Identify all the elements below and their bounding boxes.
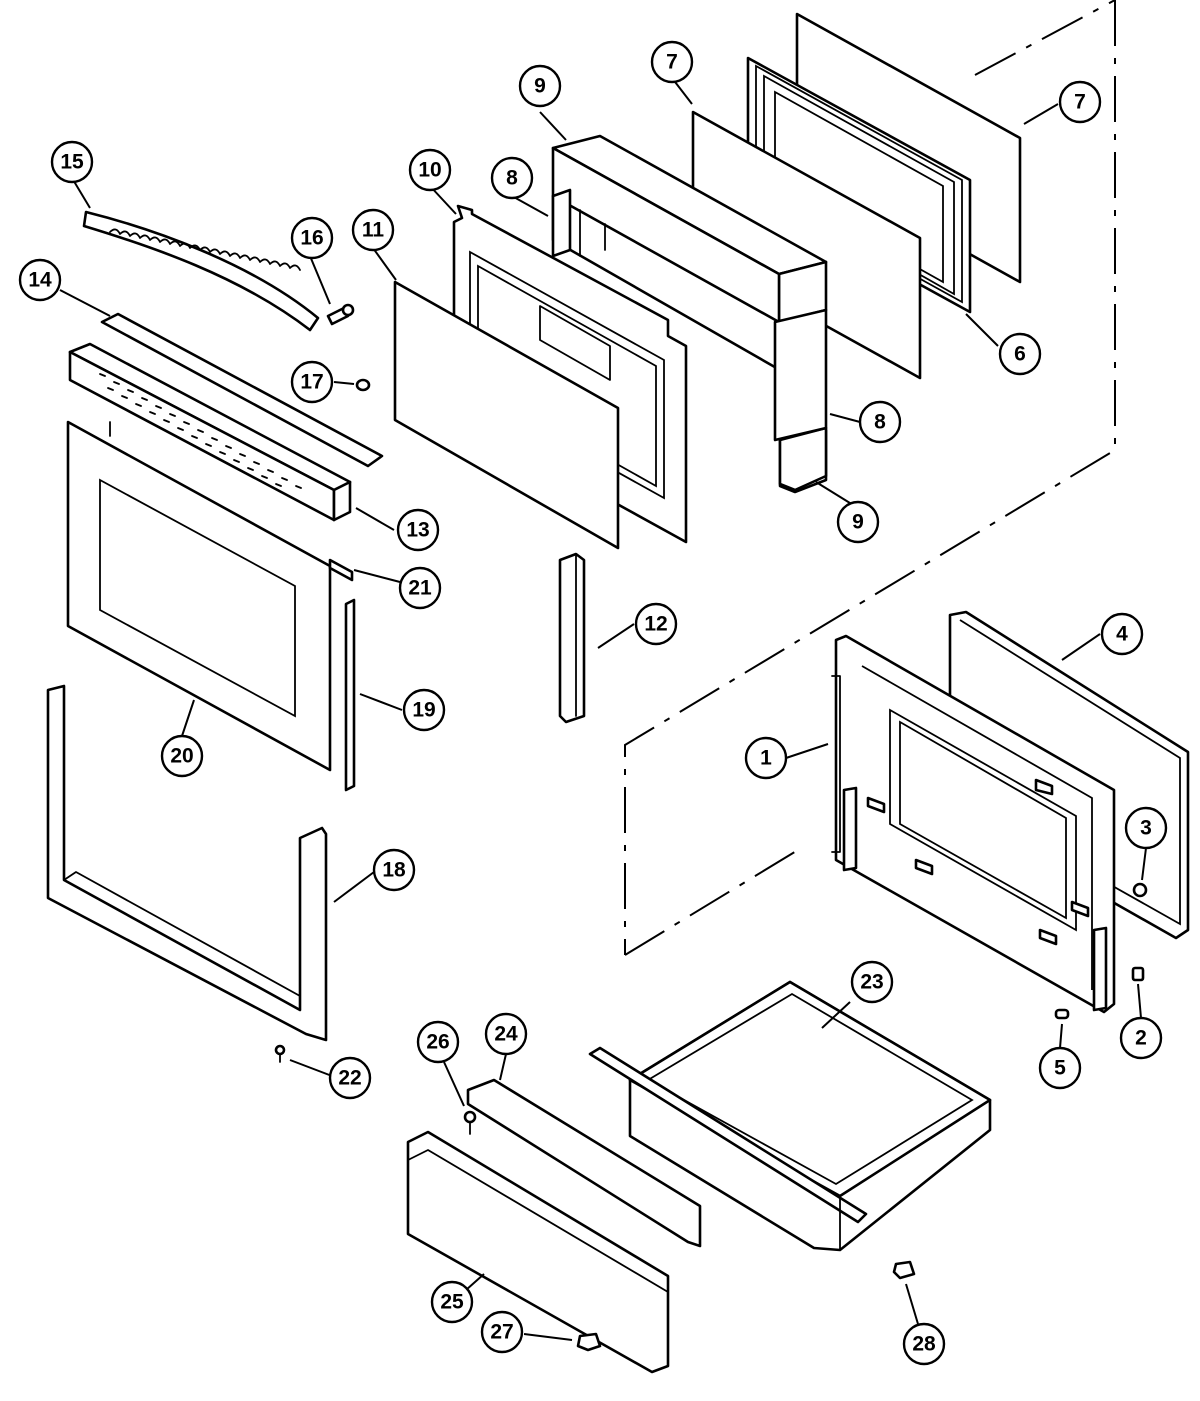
svg-text:9: 9: [534, 75, 546, 98]
callout-14: 14: [18, 258, 62, 302]
svg-text:11: 11: [362, 219, 385, 242]
part-13-vent: [68, 342, 352, 522]
svg-text:14: 14: [28, 269, 52, 292]
svg-text:2: 2: [1135, 1027, 1147, 1050]
callout-6: 6: [998, 332, 1042, 376]
callout-26: 26: [416, 1020, 460, 1064]
svg-text:6: 6: [1014, 343, 1026, 366]
part-15-handle: [82, 210, 320, 332]
part-24-drawer-trim: [466, 1078, 702, 1248]
part-12-side-trim: [558, 552, 586, 724]
part-8-insulation-strip: [551, 188, 828, 442]
svg-text:8: 8: [506, 167, 518, 190]
part-20-outer-door: [66, 420, 332, 772]
part-16-screw: [326, 303, 355, 326]
part-27-clip: [576, 1332, 602, 1352]
svg-text:25: 25: [440, 1291, 464, 1314]
callout-21: 21: [398, 566, 442, 610]
svg-text:1: 1: [760, 747, 772, 770]
callout-3: 3: [1124, 806, 1168, 850]
part-9-insulation: [551, 134, 828, 494]
callout-2: 2: [1119, 1016, 1163, 1060]
callout-16: 16: [290, 216, 334, 260]
svg-text:3: 3: [1140, 817, 1152, 840]
callout-1: 1: [744, 736, 788, 780]
svg-text:28: 28: [912, 1333, 936, 1356]
svg-text:17: 17: [300, 371, 323, 394]
callout-23: 23: [850, 960, 894, 1004]
part-25-drawer-front: [406, 1130, 670, 1374]
svg-text:8: 8: [874, 411, 886, 434]
part-26-screw: [463, 1110, 477, 1135]
svg-text:21: 21: [408, 577, 432, 600]
part-19-side-strip: [344, 598, 356, 792]
part-17-plug: [355, 378, 371, 392]
callout-7a: 7: [650, 40, 694, 84]
callout-8b: 8: [858, 400, 902, 444]
callout-28: 28: [902, 1322, 946, 1366]
svg-text:26: 26: [426, 1031, 449, 1054]
svg-text:7: 7: [666, 51, 678, 74]
svg-text:10: 10: [418, 159, 441, 182]
part-1-door-assembly: [831, 634, 1116, 1014]
callout-12: 12: [634, 602, 678, 646]
svg-text:12: 12: [644, 613, 667, 636]
leader-lines: [59, 77, 1147, 1341]
part-11-glass: [393, 280, 620, 550]
callout-9a: 9: [518, 64, 562, 108]
callout-22: 22: [328, 1056, 372, 1100]
part-5-bumper: [1054, 1008, 1070, 1020]
part-3-nut: [1132, 882, 1148, 898]
callout-8a: 8: [490, 156, 534, 200]
callout-9b: 9: [836, 500, 880, 544]
part-10-inner-panel: [452, 204, 688, 544]
callout-10: 10: [408, 148, 452, 192]
part-18-frame: [46, 684, 328, 1042]
svg-text:18: 18: [382, 859, 406, 882]
svg-text:19: 19: [412, 699, 435, 722]
callout-20: 20: [160, 734, 204, 778]
callout-25: 25: [430, 1280, 474, 1324]
callout-13: 13: [396, 508, 440, 552]
svg-text:13: 13: [406, 519, 429, 542]
svg-text:23: 23: [860, 971, 883, 994]
svg-text:24: 24: [494, 1023, 518, 1046]
callout-15: 15: [50, 140, 94, 184]
svg-text:5: 5: [1054, 1057, 1066, 1080]
callout-4: 4: [1100, 612, 1144, 656]
part-28-clip: [892, 1260, 916, 1280]
part-2-clip: [1131, 966, 1145, 982]
svg-text:4: 4: [1116, 623, 1128, 646]
svg-text:27: 27: [490, 1321, 513, 1344]
callout-17: 17: [290, 360, 334, 404]
callout-19: 19: [402, 688, 446, 732]
callout-11: 11: [351, 208, 395, 252]
phantom-outline: [624, 0, 1116, 956]
callout-5: 5: [1038, 1046, 1082, 1090]
callout-27: 27: [480, 1310, 524, 1354]
callout-24: 24: [484, 1012, 528, 1056]
callout-18: 18: [372, 848, 416, 892]
svg-text:7: 7: [1074, 91, 1086, 114]
svg-text:9: 9: [852, 511, 864, 534]
svg-text:16: 16: [300, 227, 323, 250]
svg-text:22: 22: [338, 1067, 361, 1090]
svg-text:20: 20: [170, 745, 193, 768]
callout-7b: 7: [1058, 80, 1102, 124]
svg-text:15: 15: [60, 151, 84, 174]
part-22-screw: [274, 1044, 286, 1063]
part-14-trim: [100, 312, 384, 468]
part-23-drawer: [588, 980, 992, 1252]
part-21-strip: [328, 558, 354, 582]
